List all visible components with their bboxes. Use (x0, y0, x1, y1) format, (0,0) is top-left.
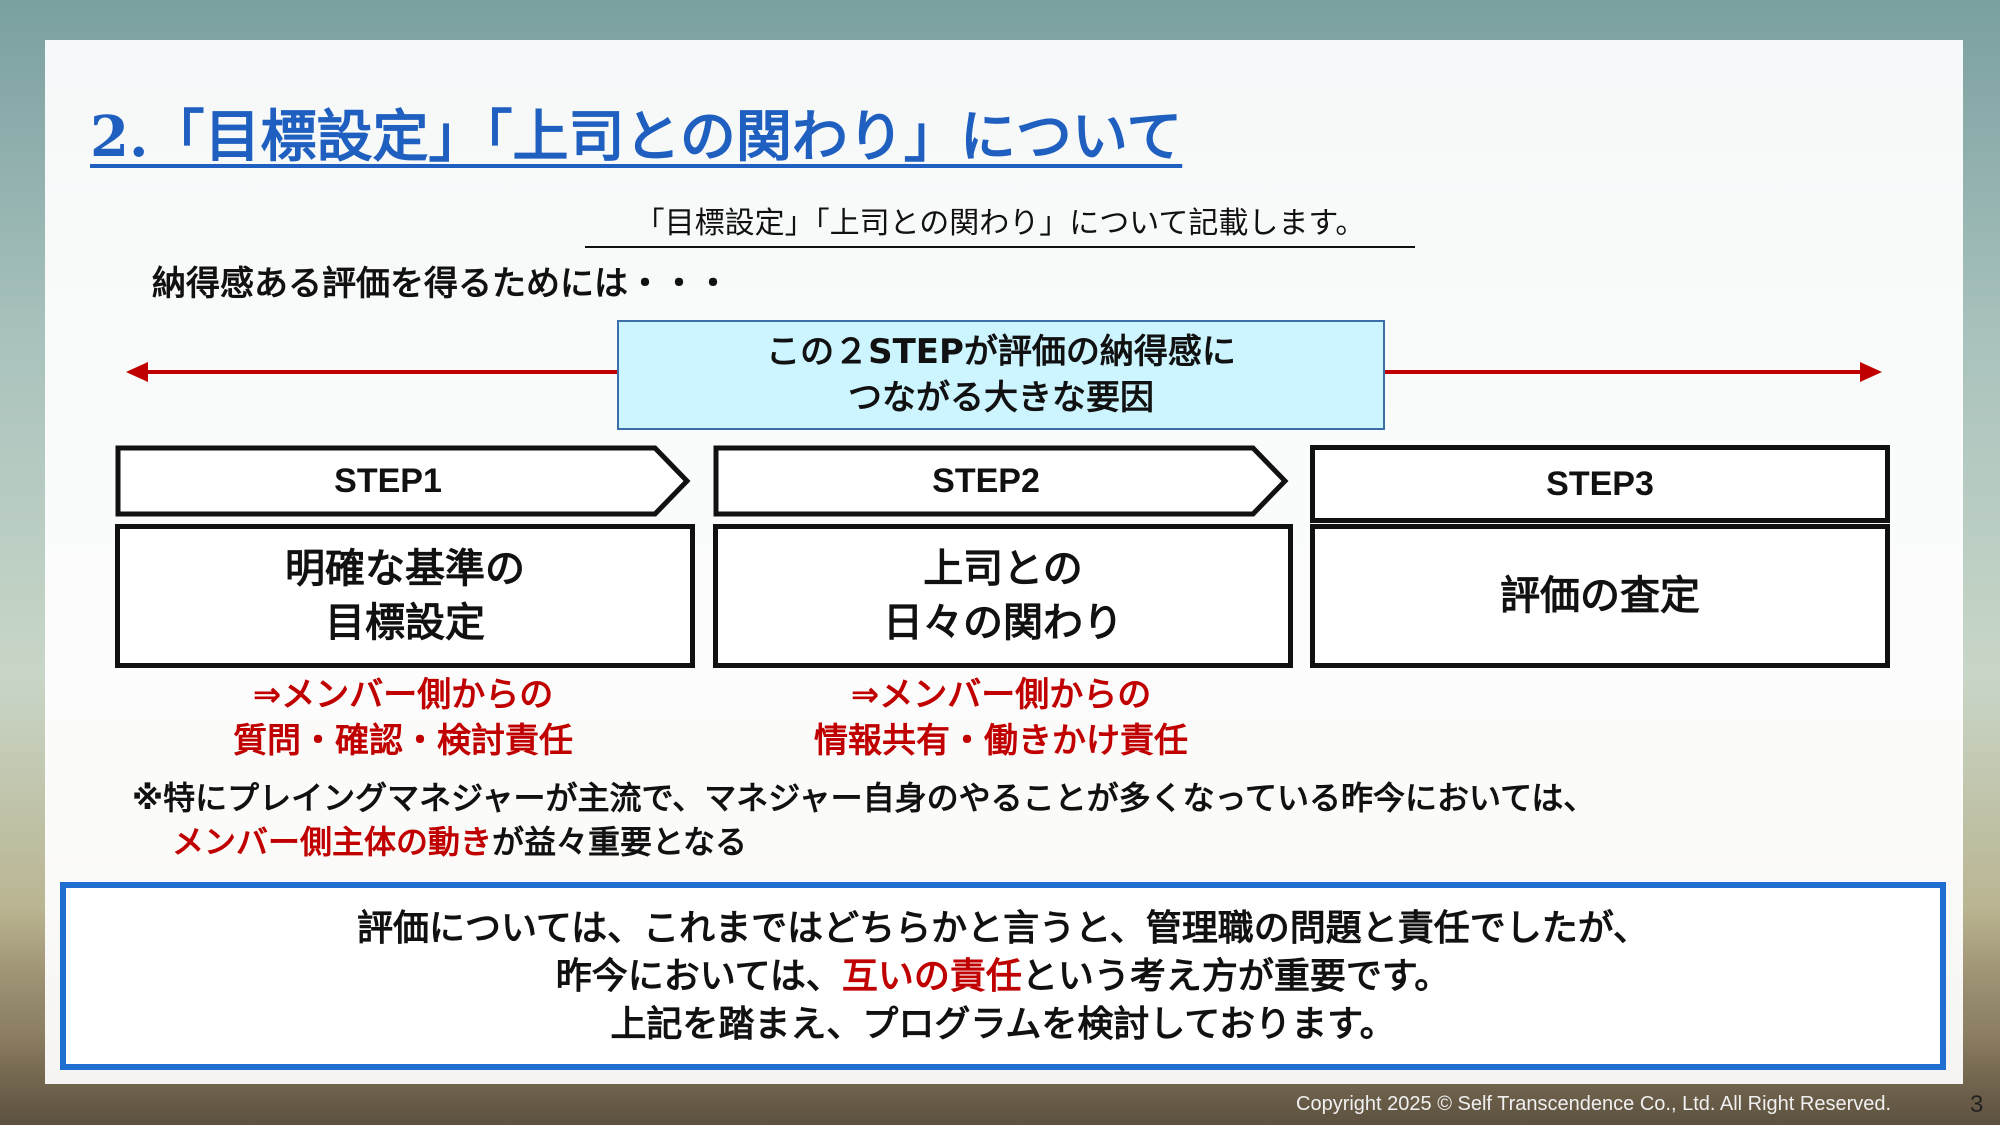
page-number: 3 (1970, 1091, 1984, 1118)
right-arrow-line (1382, 370, 1870, 374)
step1-label: STEP1 (334, 461, 442, 500)
step2-label: STEP2 (932, 461, 1040, 500)
summary-line-2-pre: 昨今においては、 (555, 955, 842, 997)
summary-line-2: 昨今においては、互いの責任という考え方が重要です。 (556, 952, 1451, 1000)
slide-title: 2.「目標設定」「上司との関わり」について (90, 104, 1183, 170)
step2-chevron-shape (713, 445, 1289, 517)
key-factor-callout: この２STEPが評価の納得感に つながる大きな要因 (617, 320, 1385, 430)
step1-chevron-shape (115, 445, 691, 517)
step3-label: STEP3 (1546, 464, 1654, 503)
summary-box: 評価については、これまではどちらかと言うと、管理職の問題と責任でしたが、 昨今に… (60, 882, 1946, 1070)
slide-subtitle: 「目標設定」「上司との関わり」について記載します。 (585, 198, 1415, 248)
step1-responsibility: ⇒メンバー側からの 質問・確認・検討責任 (115, 672, 691, 764)
step2-responsibility: ⇒メンバー側からの 情報共有・働きかけ責任 (713, 672, 1289, 764)
step1-resp-line-2: 質問・確認・検討責任 (233, 721, 573, 761)
summary-line-2-post: という考え方が重要です。 (1021, 955, 1451, 997)
step3-box: 評価の査定 (1310, 524, 1890, 668)
callout-line-2: つながる大きな要因 (848, 378, 1154, 418)
intro-text: 納得感ある評価を得るためには・・・ (152, 264, 730, 304)
left-arrowhead-icon (126, 362, 148, 382)
step3-header: STEP3 (1310, 445, 1890, 523)
note-line-1: ※特にプレイングマネジャーが主流で、マネジャー自身のやることが多くなっている昨今… (132, 779, 1596, 817)
step2-header: STEP2 (713, 445, 1289, 517)
left-arrow-line (140, 370, 620, 374)
step2-resp-line-1: ⇒メンバー側からの (850, 675, 1152, 715)
note-line-2: メンバー側主体の動きが益々重要となる (132, 820, 1595, 864)
step2-line-2: 日々の関わり (883, 600, 1123, 646)
summary-line-1: 評価については、これまではどちらかと言うと、管理職の問題と責任でしたが、 (356, 907, 1650, 949)
right-arrowhead-icon (1860, 362, 1882, 382)
step2-line-1: 上司との (923, 546, 1083, 592)
copyright-text: Copyright 2025 © Self Transcendence Co.,… (1296, 1093, 1892, 1115)
step1-line-1: 明確な基準の (285, 546, 525, 592)
callout-line-1: この２STEPが評価の納得感に (766, 332, 1236, 372)
summary-highlight: 互いの責任 (841, 955, 1022, 997)
step2-box: 上司との 日々の関わり (713, 524, 1293, 668)
step2-resp-line-2: 情報共有・働きかけ責任 (814, 721, 1188, 761)
step3-line-1: 評価の査定 (1500, 573, 1700, 619)
summary-line-3: 上記を踏まえ、プログラムを検討しております。 (610, 1003, 1396, 1045)
step1-resp-line-1: ⇒メンバー側からの (252, 675, 554, 715)
step1-line-2: 目標設定 (325, 600, 485, 646)
step1-header: STEP1 (115, 445, 691, 517)
playing-manager-note: ※特にプレイングマネジャーが主流で、マネジャー自身のやることが多くなっている昨今… (132, 776, 1595, 864)
note-highlight: メンバー側主体の動き (172, 823, 493, 861)
note-line-2-rest: が益々重要となる (492, 823, 748, 861)
step1-box: 明確な基準の 目標設定 (115, 524, 695, 668)
